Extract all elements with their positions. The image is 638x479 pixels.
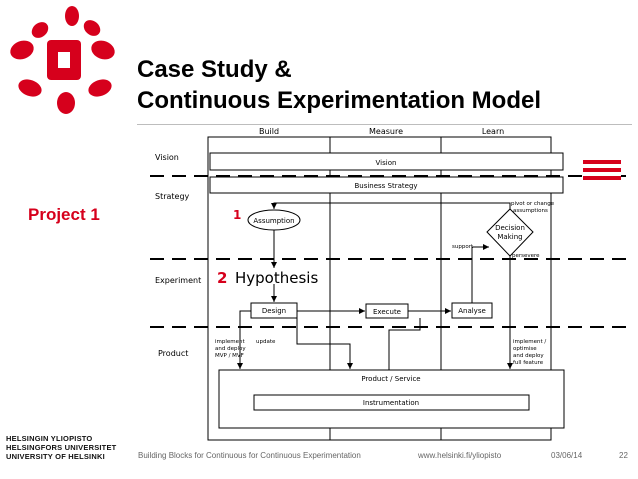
arrow-design-to-product [237,310,251,369]
footer-url: www.helsinki.fi/yliopisto [418,451,502,460]
university-flame-logo-icon [10,6,115,114]
university-name-en: UNIVERSITY OF HELSINKI [6,452,105,461]
vision-bar-label: Vision [376,159,397,167]
business-strategy-bar [209,176,564,194]
implement-mvp-line3: MVP / MVF [215,353,244,359]
lane-label-vision: Vision [155,153,179,162]
assumption-label: Assumption [253,217,294,225]
implement-mvp-line2: and deploy [215,346,246,352]
title-divider [137,124,632,125]
implement-full-line3: and deploy [513,353,544,359]
analyse-label: Analyse [458,307,486,315]
business-strategy-label: Business Strategy [354,182,417,190]
decision-label-line1: Decision [495,224,525,232]
vision-bar [209,152,564,171]
decision-label-line2: Making [497,233,522,241]
update-label: update [256,339,276,345]
arrow-product-feedback [388,318,421,370]
design-label: Design [262,307,286,315]
instrumentation-box [253,394,530,411]
slide-title-line2: Continuous Experimentation Model [137,87,542,114]
slide-title-line1: Case Study & [137,56,292,83]
footer-course: Building Blocks for Continuous for Conti… [138,451,361,460]
lane-label-product: Product [158,349,188,358]
step-marker-1: 1 [233,208,241,222]
product-service-label: Product / Service [361,375,420,383]
step-marker-2: 2 [217,269,227,287]
pivot-label-line2: assumptions [513,208,548,214]
column-header-learn: Learn [482,127,504,136]
support-label: support [452,244,474,250]
university-name: HELSINGIN YLIOPISTO HELSINGFORS UNIVERSI… [6,434,116,461]
column-header-measure: Measure [369,127,403,136]
implement-full-line2: optimise [513,346,537,352]
pivot-label-line1: pivot or change [511,201,555,207]
footer-date: 03/06/14 [551,451,583,460]
implement-mvp-line1: implement [215,339,246,345]
implement-full-line1: implement / [513,339,546,345]
persevere-label: persevere [512,253,540,259]
arrow-pivot-to-assumption [271,202,511,209]
university-name-fi: HELSINGIN YLIOPISTO [6,434,93,443]
arrow-update [296,318,353,369]
lane-label-strategy: Strategy [155,192,190,201]
lane-label-experiment: Experiment [155,276,201,285]
instrumentation-label: Instrumentation [363,399,419,407]
footer-page: 22 [619,451,628,460]
slide-footer: Building Blocks for Continuous for Conti… [0,451,638,463]
arrow-analyse-to-decision [471,244,489,303]
finland-flag-icon [583,160,621,184]
column-learn [440,136,552,441]
hypothesis-label: Hypothesis [235,269,318,287]
execute-label: Execute [373,308,401,316]
implement-full-line4: full feature [513,360,544,366]
project-label: Project 1 [28,205,100,224]
column-header-build: Build [259,127,279,136]
university-name-sv: HELSINGFORS UNIVERSITET [6,443,117,452]
